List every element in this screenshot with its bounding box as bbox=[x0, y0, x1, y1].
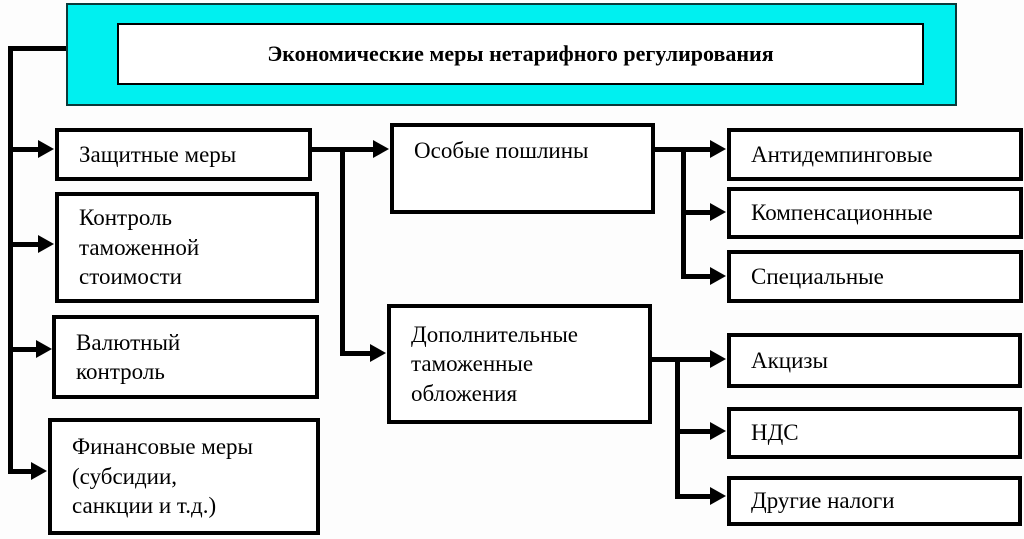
arrowhead-to-protective bbox=[38, 140, 54, 158]
arrowhead-to-additional bbox=[370, 344, 386, 362]
connector-to-vat bbox=[675, 429, 711, 434]
connector-to-other-taxes bbox=[675, 494, 711, 499]
node-currency-control: Валютный контроль bbox=[52, 315, 319, 399]
connector-trunk-to-customs-value bbox=[8, 242, 39, 247]
connector-additional-to-excise bbox=[651, 357, 711, 362]
connector-trunk-to-currency bbox=[8, 347, 37, 352]
arrowhead-to-currency bbox=[36, 340, 52, 358]
node-customs-value-control: Контроль таможенной стоимости bbox=[55, 192, 319, 303]
arrowhead-to-vat bbox=[710, 422, 726, 440]
arrowhead-to-special-duties bbox=[373, 140, 389, 158]
connector-trunk-to-financial bbox=[8, 469, 32, 474]
connector-title-to-trunk bbox=[8, 46, 66, 51]
arrowhead-to-other-taxes bbox=[710, 487, 726, 505]
node-special-duties: Особые пошлины bbox=[390, 123, 655, 214]
arrowhead-to-excise bbox=[710, 350, 726, 368]
node-countervailing: Компенсационные bbox=[727, 187, 1023, 239]
node-protective-measures: Защитные меры bbox=[55, 128, 312, 181]
arrowhead-to-special bbox=[710, 267, 726, 285]
arrowhead-to-antidumping bbox=[710, 140, 726, 158]
connector-branch-down-middle bbox=[340, 147, 345, 356]
node-special: Специальные bbox=[727, 250, 1023, 303]
connector-branch-down-right-bottom bbox=[675, 357, 680, 499]
arrowhead-to-customs-value bbox=[38, 235, 54, 253]
page-title: Экономические меры нетарифного регулиров… bbox=[117, 23, 924, 85]
connector-left-trunk bbox=[8, 46, 13, 474]
node-additional-customs-charges: Дополнительные таможенные обложения bbox=[387, 304, 652, 424]
node-excise: Акцизы bbox=[727, 333, 1022, 388]
connector-to-additional bbox=[340, 351, 371, 356]
connector-trunk-to-protective bbox=[8, 147, 39, 152]
node-financial-measures: Финансовые меры (субсидии, санкции и т.д… bbox=[48, 418, 320, 535]
node-other-taxes: Другие налоги bbox=[727, 476, 1022, 526]
arrowhead-to-countervailing bbox=[710, 203, 726, 221]
connector-to-countervailing bbox=[681, 210, 711, 215]
node-vat: НДС bbox=[727, 407, 1022, 459]
connector-to-special bbox=[681, 274, 711, 279]
node-antidumping: Антидемпинговые bbox=[727, 128, 1023, 181]
arrowhead-to-financial bbox=[31, 462, 47, 480]
